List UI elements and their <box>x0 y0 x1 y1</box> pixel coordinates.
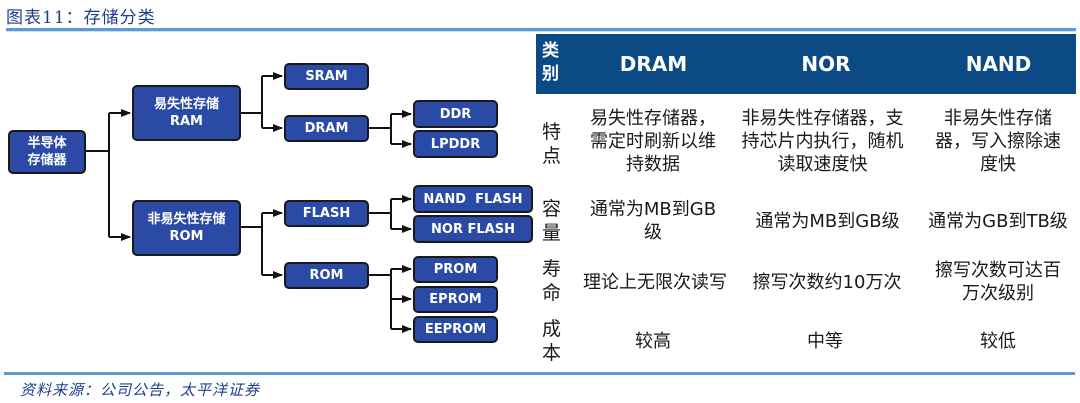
row-label-char1: 特 <box>542 121 562 143</box>
top-rule-shadow <box>6 31 1076 32</box>
row-label-char1: 寿 <box>542 258 562 280</box>
row-label-char1: 容 <box>542 198 562 220</box>
row-label-capacity: 容 量 <box>542 197 564 245</box>
source-note: 资料来源：公司公告，太平洋证券 <box>20 381 261 399</box>
header-nand: NAND <box>965 52 1032 76</box>
cell-dram-cost: 较高 <box>635 330 671 352</box>
node-label-line2: 存储器 <box>27 153 67 168</box>
row-label-cost: 成 本 <box>542 317 564 365</box>
header-category: 类 别 <box>542 40 564 86</box>
cell-dram-capacity: 通常为MB到GB级 <box>589 199 717 243</box>
bottom-rule <box>4 372 1075 375</box>
tree-connectors <box>86 72 412 333</box>
row-label-lifespan: 寿 命 <box>542 257 564 305</box>
figure-title: 图表11：存储分类 <box>6 8 156 28</box>
node-prom: PROM <box>413 256 498 283</box>
row-label-char2: 量 <box>542 222 562 244</box>
cell-nor-lifespan: 擦写次数约10万次 <box>752 271 902 293</box>
connector-flash-trunk <box>369 199 392 229</box>
node-eeprom: EEPROM <box>413 316 498 343</box>
cell-nand-capacity: 通常为GB到TB级 <box>928 210 1068 232</box>
cell-nand-cost: 较低 <box>980 330 1016 352</box>
row-label-features: 特 点 <box>542 120 564 168</box>
cell-nand-features: 非易失性存储器，写入擦除速度快 <box>935 107 1061 175</box>
node-flash: FLASH <box>284 200 369 227</box>
node-lpddr: LPDDR <box>413 130 498 158</box>
connector-rom-trunk <box>369 269 392 329</box>
node-dram: DRAM <box>284 115 369 142</box>
connector-dram-trunk <box>369 114 392 144</box>
node-label-line2: RAM <box>169 114 203 129</box>
header-dram: DRAM <box>619 52 688 76</box>
cell-dram-lifespan: 理论上无限次读写 <box>583 271 727 293</box>
table-header: 类 别 DRAM NOR NAND <box>536 34 1076 94</box>
node-sram: SRAM <box>284 63 369 90</box>
node-nor-flash: NOR FLASH <box>413 215 533 243</box>
node-nonvolatile-rom: 非易失性存储 ROM <box>132 200 241 256</box>
cell-dram-features: 易失性存储器，需定时刷新以维持数据 <box>590 107 716 175</box>
connector-ram-trunk <box>241 76 263 128</box>
cell-nor-features: 非易失性存储器，支持芯片内执行，随机读取速度快 <box>741 107 904 175</box>
node-rom: ROM <box>284 262 369 289</box>
row-label-char2: 点 <box>542 145 562 167</box>
connector-root-trunk <box>86 113 110 237</box>
node-label-line1: 非易失性存储 <box>147 212 226 227</box>
header-category-char1: 类 <box>542 41 559 61</box>
row-label-char1: 成 <box>542 318 562 340</box>
node-nand-flash: NAND FLASH <box>413 185 533 213</box>
node-semiconductor-memory: 半导体存储器 <box>8 130 86 174</box>
header-category-char2: 别 <box>542 64 559 84</box>
connector-romp-trunk <box>241 213 263 275</box>
header-nor: NOR <box>801 52 851 76</box>
node-volatile-ram: 易失性存储 RAM <box>132 85 241 141</box>
cell-nand-lifespan: 擦写次数可达百万次级别 <box>935 260 1061 304</box>
node-label-line1: 半导体 <box>27 136 67 151</box>
node-ddr: DDR <box>413 100 498 128</box>
node-eprom: EPROM <box>413 286 498 313</box>
row-label-char2: 命 <box>542 282 562 304</box>
row-label-char2: 本 <box>542 342 562 364</box>
node-label-line1: 易失性存储 <box>153 97 219 112</box>
node-label-line2: ROM <box>169 229 204 244</box>
top-rule <box>6 28 1076 31</box>
cell-nor-capacity: 通常为MB到GB级 <box>755 210 900 232</box>
cell-nor-cost: 中等 <box>807 330 843 352</box>
